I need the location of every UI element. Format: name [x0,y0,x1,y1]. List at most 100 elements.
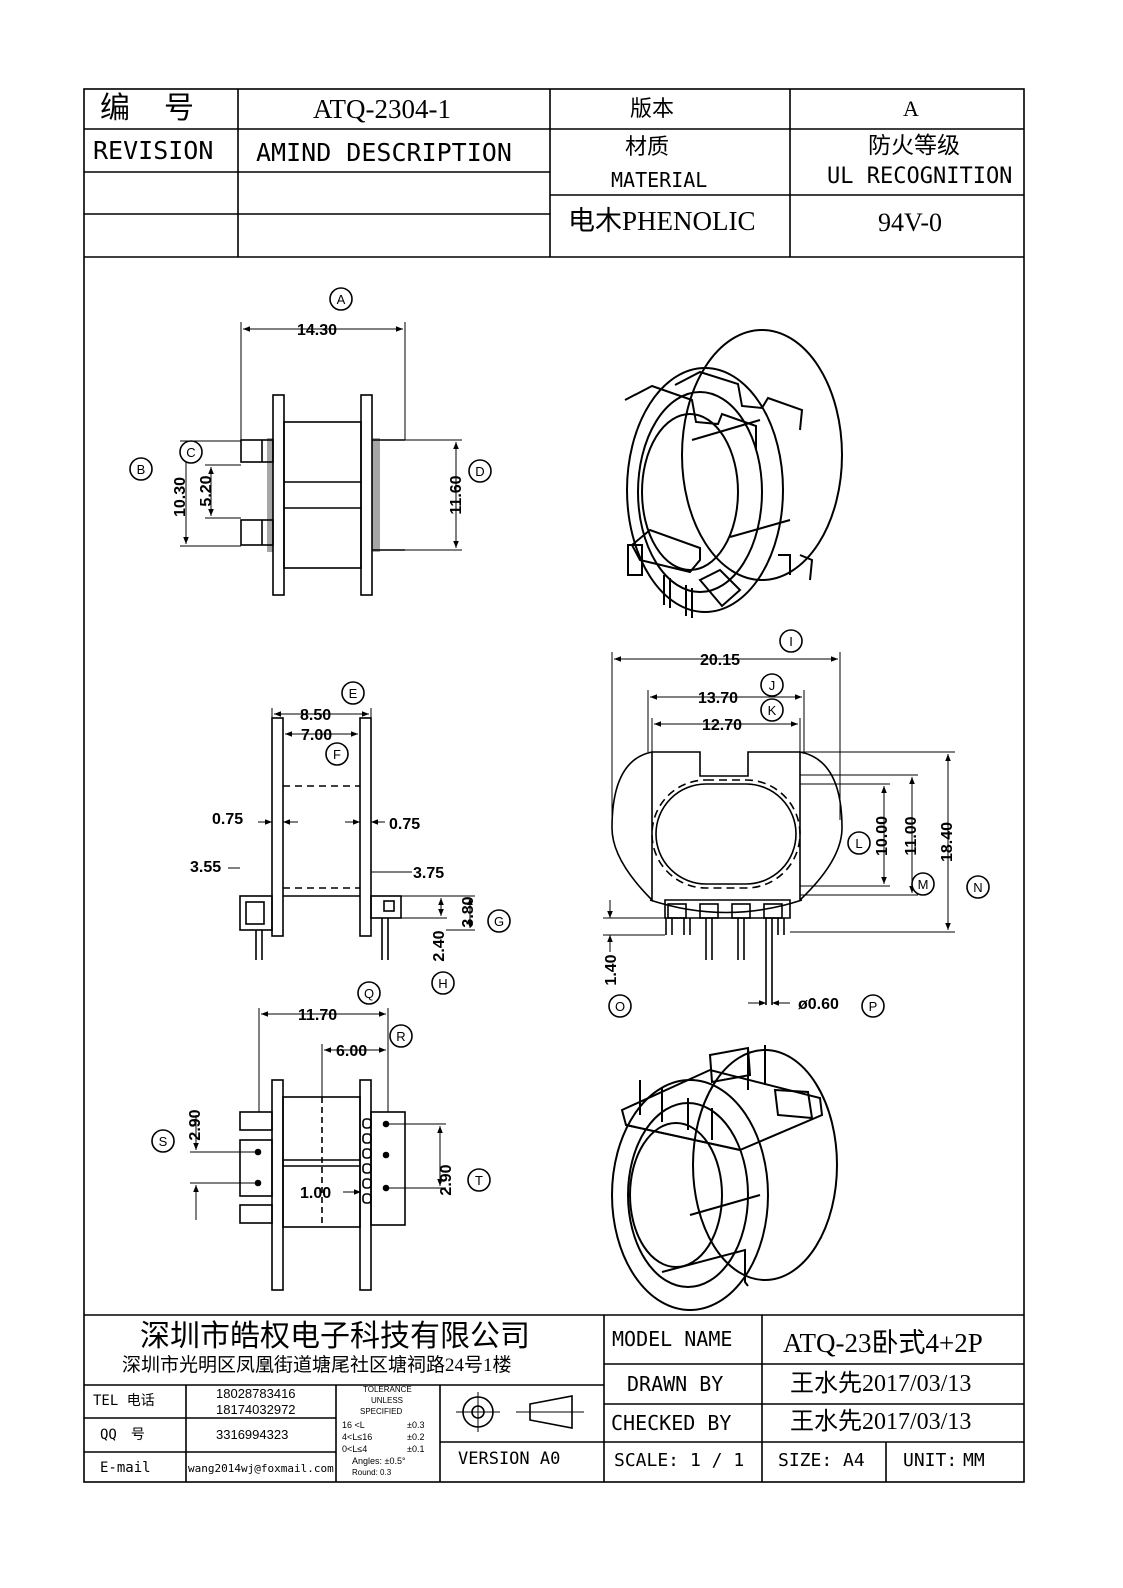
tol-value-3: ±0.1 [407,1444,425,1454]
end-view [611,751,843,1005]
callout-p: P [869,999,878,1014]
front-view [240,394,405,596]
dim-o-value: 1.40 [603,954,620,985]
company-address: 深圳市光明区凤凰街道塘尾社区塘祠路24号1楼 [122,1355,512,1376]
dim-e-value: 8.50 [300,707,331,724]
model-name-value: ATQ-23卧式4+2P [783,1328,983,1358]
version-value: A [903,96,919,121]
qq-number: 3316994323 [216,1427,289,1442]
material-label-cn: 材质 [625,134,670,159]
callout-q: Q [364,986,374,1001]
dim-b-value: 10.30 [172,477,189,517]
part-number: ATQ-2304-1 [313,94,451,124]
dim-g-value: 3.80 [460,896,477,927]
dim-p-value: ø0.60 [798,996,839,1013]
drawn-by-label: DRAWN BY [627,1372,724,1396]
size-value: A4 [843,1450,865,1471]
dim-left-flange: 3.55 [190,859,221,876]
material-value: 电木PHENOLIC [568,206,756,236]
callout-j: J [769,678,776,693]
callout-s: S [159,1134,168,1149]
dim-m-value: 11.00 [903,816,920,855]
dim-a-value: 14.30 [297,322,337,339]
tol-value-2: ±0.2 [407,1432,425,1442]
end-view-dims [603,652,955,1006]
tel-number-1: 18028783416 [216,1386,296,1401]
dim-left-wall: 0.75 [212,811,243,828]
version-a0: VERSION A0 [458,1449,561,1469]
callout-g: G [494,914,504,929]
tol-range-1: 16 <L [342,1420,365,1430]
callout-h: H [438,976,447,991]
dim-c-value: 5.20 [198,475,215,506]
dim-t-value: 2.90 [438,1164,455,1195]
size-label: SIZE: [778,1450,833,1471]
callout-b: B [137,462,146,477]
number-label: 编 号 [100,92,196,125]
tel-label: TEL 电话 [93,1393,155,1409]
side-view [239,717,402,960]
isometric-view-top [624,329,843,618]
qq-label: QQ 号 [100,1427,145,1443]
callout-a: A [337,292,346,307]
dim-s-value: 2.90 [187,1109,204,1140]
dim-i-value: 20.15 [700,652,740,669]
dim-f-value: 7.00 [301,727,332,744]
callout-t: T [475,1173,483,1188]
ul-label-cn: 防火等级 [868,133,960,158]
model-name-label: MODEL NAME [612,1327,733,1351]
tolerance-title-1: TOLERANCE [363,1385,412,1394]
callout-f: F [333,747,341,762]
callout-n: N [973,880,982,895]
dim-j-value: 13.70 [698,690,738,707]
dim-right-wall: 0.75 [389,816,420,833]
dimension-labels: 14.30 10.30 5.20 11.60 8.50 7.00 0.75 0.… [172,322,956,1202]
tol-range-3: 0<L≤4 [342,1444,368,1454]
callout-letters: A B C D E F G H I J K L M N O P Q R S T [137,292,983,1188]
dim-l-value: 10.00 [874,816,891,856]
tol-range-2: 4<L≤16 [342,1432,373,1442]
dim-n-value: 18.40 [939,822,956,862]
callout-k: K [768,703,777,718]
projection-symbol-icon [456,1392,584,1432]
scale-label: SCALE: [614,1450,680,1471]
side-view-dims [228,708,475,931]
scale-value: 1 / 1 [690,1450,745,1471]
isometric-view-bottom [611,1045,838,1311]
checked-by-label: CHECKED BY [611,1411,732,1435]
callout-d: D [475,464,484,479]
unit-label: UNIT: [903,1450,958,1471]
tol-value-1: ±0.3 [407,1420,425,1430]
tel-number-2: 18174032972 [216,1402,296,1417]
amend-description-label: AMIND DESCRIPTION [256,138,512,167]
ul-rating: 94V-0 [878,208,943,237]
callout-m: M [918,877,929,892]
callout-r: R [396,1029,405,1044]
tol-angles: Angles: ±0.5° [352,1456,406,1466]
revision-label: REVISION [93,136,214,165]
tolerance-title-2: UNLESS [371,1396,404,1405]
material-label-en: MATERIAL [611,168,708,192]
dim-q-value: 11.70 [298,1007,337,1024]
dim-pitch-value: 1.00 [300,1185,331,1202]
dim-d-value: 11.60 [448,475,465,514]
ul-label-en: UL RECOGNITION [827,164,1013,189]
version-label: 版本 [630,96,675,121]
callout-l: L [855,836,862,851]
callout-o: O [615,999,625,1014]
callout-e: E [349,686,358,701]
email-address: wang2014wj@foxmail.com [188,1462,334,1475]
drawn-by-value: 王水先2017/03/13 [790,1371,972,1397]
checked-by-value: 王水先2017/03/13 [790,1409,972,1435]
callout-c: C [186,445,195,460]
callout-bubbles [129,287,990,1192]
company-name: 深圳市皓权电子科技有限公司 [140,1320,530,1353]
dim-k-value: 12.70 [702,717,742,734]
callout-i: I [789,634,793,649]
tolerance-title-3: SPECIFIED [360,1407,403,1416]
email-label: E-mail [100,1460,151,1476]
dim-r-value: 6.00 [336,1043,367,1060]
front-view-dims [180,322,462,551]
